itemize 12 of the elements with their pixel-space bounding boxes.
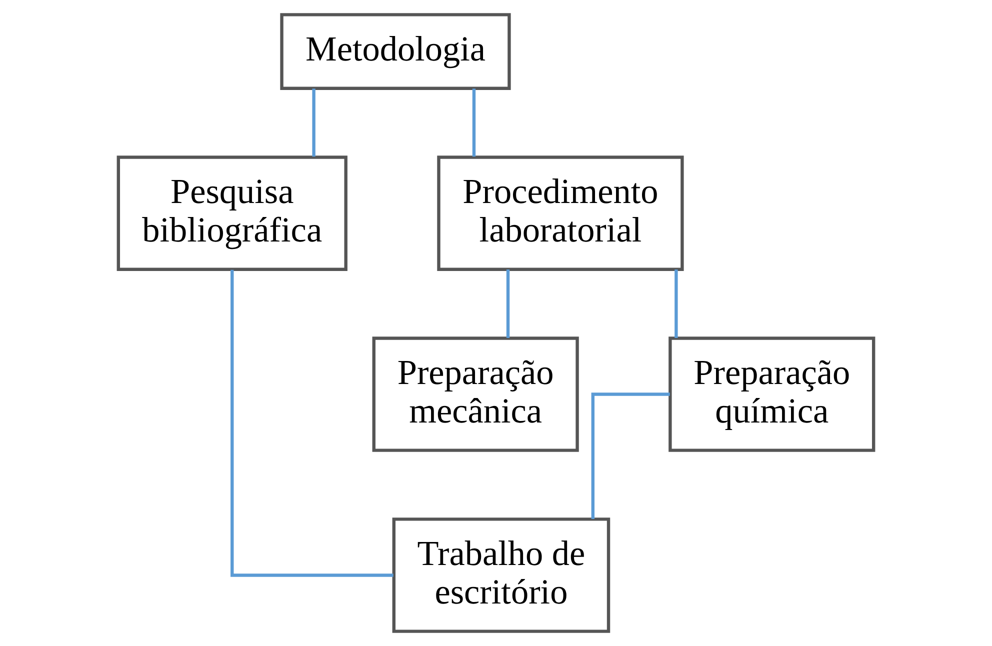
- connector: [472, 88, 476, 157]
- connector: [230, 270, 394, 577]
- node-box: Preparação química: [668, 336, 876, 452]
- node-box: Preparação mecânica: [372, 336, 579, 452]
- connector: [312, 88, 316, 157]
- connector: [591, 392, 670, 519]
- node-box: Trabalho de escritório: [392, 518, 610, 633]
- node-box: Procedimento laboratorial: [437, 156, 684, 271]
- connector: [506, 270, 510, 338]
- node-box: Metodologia: [280, 13, 511, 90]
- node-box: Pesquisa bibliográfica: [116, 156, 348, 271]
- connector: [674, 270, 678, 338]
